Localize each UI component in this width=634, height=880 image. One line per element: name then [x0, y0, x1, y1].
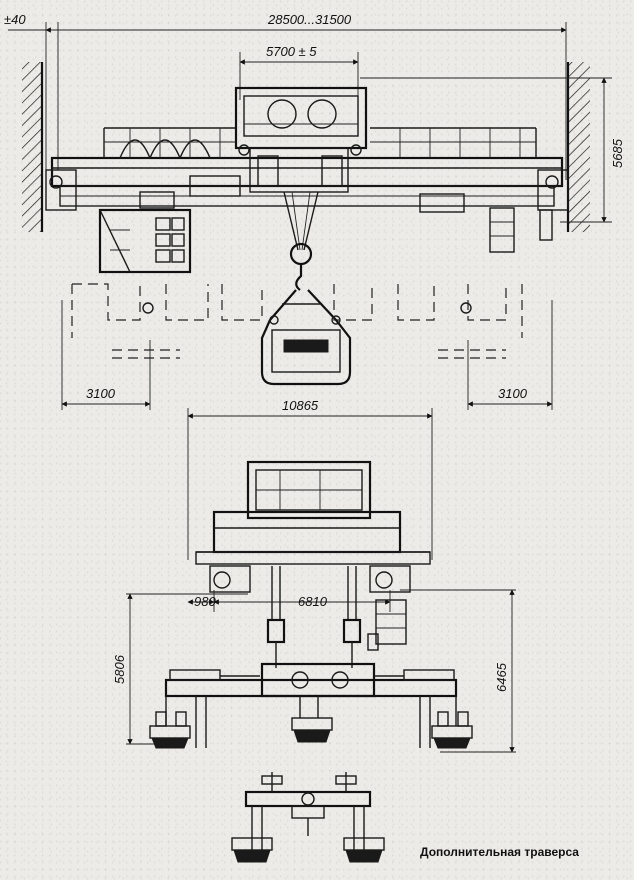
left-wall [22, 62, 44, 232]
trolley [234, 86, 368, 193]
dashed-tong-outlines [71, 283, 523, 359]
label-small-left: 980 [194, 594, 216, 609]
label-left-offset: 3100 [86, 386, 116, 401]
label-right-height-lower: 6465 [494, 662, 509, 692]
caption: Дополнительная траверса [420, 845, 579, 859]
label-right-height: 5685 [610, 138, 625, 168]
label-trolley-width: 10865 [282, 398, 319, 413]
label-right-offset: 3100 [498, 386, 528, 401]
right-equipment [489, 207, 553, 253]
magnets [149, 711, 473, 749]
vertical-dimensions [126, 589, 516, 753]
main-traverse [164, 662, 458, 748]
right-wall [566, 62, 590, 232]
label-trolley-gauge: 5700 ± 5 [266, 44, 317, 59]
hanging-rods [266, 566, 362, 668]
operator-cabin [98, 208, 192, 274]
top-dimension [8, 22, 567, 180]
label-top-left: ±40 [4, 12, 26, 27]
label-middle-span: 6810 [298, 594, 328, 609]
additional-traverse [231, 772, 385, 863]
span-dimensions [126, 589, 516, 612]
bridge-structure [45, 127, 569, 213]
trolley-gauge-dimension [239, 52, 359, 100]
trolley-side-view [195, 460, 431, 593]
slab-tongs [260, 289, 352, 386]
right-height-dimension [360, 77, 612, 223]
hook-assembly [283, 191, 319, 291]
label-left-height: 5806 [112, 654, 127, 684]
trolley-width-dimension [187, 408, 433, 560]
offset-dimensions [61, 300, 553, 410]
right-column-equipment [367, 599, 407, 651]
label-top-span: 28500...31500 [267, 12, 352, 27]
